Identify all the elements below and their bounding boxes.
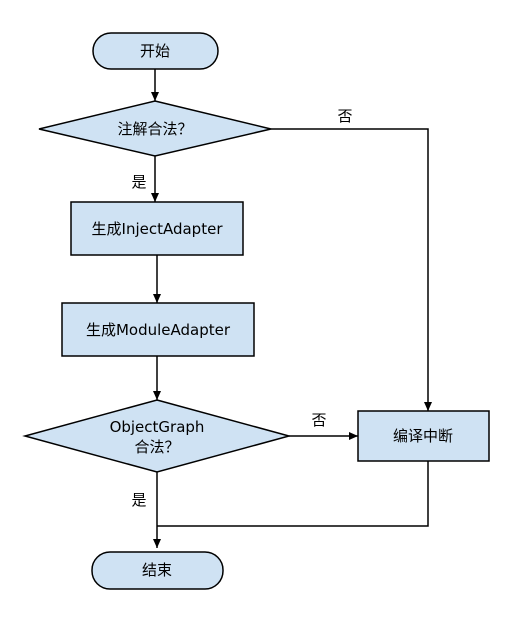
edge-annotation-no — [271, 128, 432, 411]
compile-abort-process — [357, 410, 490, 462]
end-label: 结束 — [142, 561, 172, 579]
annotation-check-decision — [38, 100, 272, 157]
annotation-check-label: 注解合法？ — [117, 120, 192, 138]
annotation-yes-label: 是 — [131, 173, 146, 191]
object-graph-check-label-line2: 合法？ — [134, 438, 179, 456]
object-graph-yes-label: 是 — [131, 491, 146, 509]
object-graph-check-decision — [22, 399, 292, 473]
annotation-no-label: 否 — [337, 107, 352, 125]
gen-module-adapter-process — [61, 302, 255, 357]
object-graph-check-label-line1: ObjectGraph — [110, 418, 205, 436]
gen-inject-adapter-process — [70, 201, 244, 256]
gen-module-adapter-label: 生成ModuleAdapter — [86, 321, 231, 339]
object-graph-no-label: 否 — [311, 411, 326, 429]
gen-inject-adapter-label: 生成InjectAdapter — [92, 220, 224, 238]
end-terminal — [91, 551, 224, 590]
edge-abort-merge — [157, 461, 429, 527]
start-label: 开始 — [140, 42, 170, 60]
start-terminal — [92, 32, 219, 70]
compile-abort-label: 编译中断 — [393, 427, 453, 445]
